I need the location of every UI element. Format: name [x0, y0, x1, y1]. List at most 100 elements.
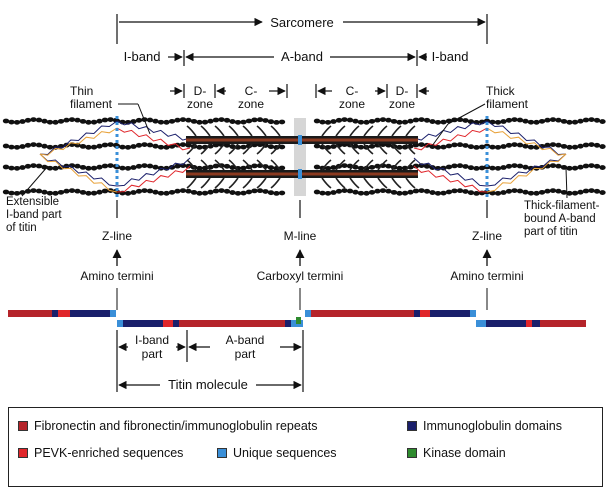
titin-top-right-seg-2	[414, 310, 420, 317]
legend-label-fn-ig: Fibronectin and fibronectin/immunoglobul…	[34, 419, 318, 433]
extensible-line1: Extensible	[6, 196, 59, 208]
i-band-left-label: I-band	[124, 49, 161, 64]
actin-bead	[440, 119, 447, 125]
actin-bead	[462, 164, 469, 169]
actin-bead	[251, 163, 258, 169]
actin-bead	[2, 143, 10, 149]
legend-label-kinase: Kinase domain	[423, 446, 506, 460]
actin-bead	[566, 119, 573, 125]
thin-filament-left-outer-2	[2, 163, 120, 171]
i-band-part-line2: part	[142, 347, 163, 361]
actin-bead	[571, 190, 579, 196]
actin-bead	[74, 163, 81, 169]
actin-bead	[516, 188, 524, 194]
actin-bead	[96, 164, 103, 170]
myosin-head	[270, 159, 281, 171]
titin-top-right-seg-0	[305, 310, 311, 317]
myosin-head	[377, 143, 388, 155]
actin-bead	[130, 144, 137, 149]
actin-bead	[74, 188, 81, 194]
actin-bead	[549, 117, 557, 123]
actin-bead	[566, 144, 573, 150]
actin-bead	[544, 188, 551, 194]
actin-bead	[107, 163, 114, 169]
titin-i-band-left-1	[116, 127, 191, 151]
actin-bead	[196, 119, 203, 125]
actin-bead	[385, 188, 392, 194]
titin-molecule-map	[8, 310, 586, 327]
actin-bead	[68, 117, 76, 123]
titin-top-left-seg-4	[110, 310, 116, 317]
actin-bead	[319, 190, 326, 196]
actin-bead	[571, 119, 579, 125]
actin-bead	[267, 144, 275, 150]
actin-bead	[229, 190, 236, 195]
actin-bead	[68, 188, 76, 194]
actin-bead	[511, 163, 518, 169]
actin-bead	[35, 117, 43, 123]
actin-bead	[124, 165, 132, 171]
thin-filament-left-inner-2	[113, 163, 286, 171]
titin-top-right-seg-1	[311, 310, 414, 317]
actin-bead	[146, 142, 154, 148]
actin-bead	[451, 163, 458, 169]
actin-bead	[522, 189, 529, 195]
actin-bead	[46, 144, 54, 150]
thin-filament-right-outer-1	[483, 142, 606, 150]
actin-bead	[107, 117, 114, 123]
actin-bead	[467, 190, 475, 196]
actin-bead	[434, 119, 442, 125]
actin-bead	[157, 119, 165, 125]
thin-filament-right-inner-3	[313, 188, 486, 196]
actin-bead	[390, 118, 398, 124]
titin-outer-left-0	[39, 120, 118, 156]
myosin-head	[391, 125, 402, 137]
actin-bead	[473, 165, 480, 171]
actin-bead	[90, 119, 98, 125]
actin-bead	[57, 143, 65, 149]
titin-i-band-right-3	[413, 165, 488, 193]
a-band-part-line1: A-band	[226, 333, 265, 347]
line-markers: Z-line M-line Z-line Amino termini Carbo…	[80, 200, 524, 310]
legend-swatch-pevk	[18, 448, 28, 458]
actin-bead	[96, 143, 103, 149]
titin-outer-left-1	[39, 127, 118, 156]
legend-item-unique: Unique sequences	[217, 446, 337, 460]
titin-bottom-left-seg-4	[179, 320, 285, 327]
titin-top-left-seg-2	[58, 310, 70, 317]
actin-bead	[571, 165, 579, 171]
actin-bead	[560, 189, 568, 195]
actin-bead	[96, 189, 103, 195]
actin-bead	[368, 118, 376, 124]
actin-bead	[163, 119, 170, 125]
legend-label-pevk: PEVK-enriched sequences	[34, 446, 184, 460]
actin-bead	[429, 190, 436, 195]
actin-bead	[577, 189, 584, 195]
myosin-head	[228, 159, 239, 171]
actin-bead	[341, 117, 348, 123]
legend-item-pevk: PEVK-enriched sequences	[18, 446, 183, 460]
myosin-head	[214, 143, 225, 155]
myosin-head	[200, 125, 211, 137]
actin-bead	[560, 118, 568, 124]
actin-bead	[494, 119, 502, 125]
c-zone-right-line2: zone	[339, 97, 365, 111]
actin-bead	[418, 142, 425, 148]
titin-top-right-seg-5	[470, 310, 476, 317]
actin-bead	[267, 165, 275, 171]
actin-bead	[157, 190, 165, 196]
actin-bead	[379, 188, 387, 194]
actin-bead	[494, 144, 502, 150]
actin-bead	[101, 117, 109, 123]
actin-bead	[588, 188, 595, 194]
titin-bottom-right-seg-0	[476, 320, 486, 327]
actin-bead	[152, 143, 159, 149]
titin-bottom-left-seg-3	[173, 320, 179, 327]
actin-bead	[135, 142, 143, 148]
actin-bead	[418, 188, 425, 194]
titin-top-right-seg-3	[420, 310, 430, 317]
actin-bead	[385, 163, 392, 169]
actin-bead	[396, 165, 403, 171]
actin-bead	[229, 165, 236, 170]
actin-bead	[119, 144, 126, 150]
